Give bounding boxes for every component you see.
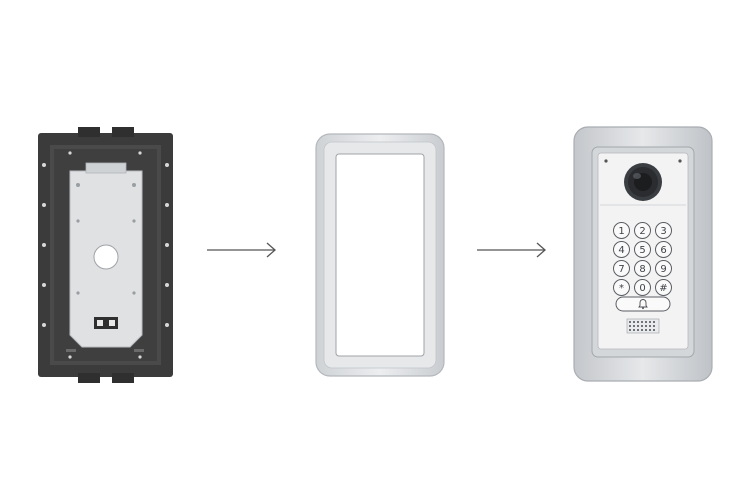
keypad-key-3[interactable]: 3 [655,222,672,239]
keypad-key-9[interactable]: 9 [655,260,672,277]
keypad-key-8[interactable]: 8 [634,260,651,277]
keypad-key-6[interactable]: 6 [655,241,672,258]
mounting-frame [315,133,445,377]
door-phone-unit: 1 2 3 4 5 6 7 8 9 * 0 # [570,125,715,383]
keypad-key-hash[interactable]: # [655,279,672,296]
arrow-right-icon [477,242,546,258]
keypad-key-1[interactable]: 1 [613,222,630,239]
arrow-right-icon [207,242,276,258]
bell-icon[interactable] [636,297,650,311]
keypad-key-4[interactable]: 4 [613,241,630,258]
speaker-grille [629,321,655,331]
keypad-key-5[interactable]: 5 [634,241,651,258]
keypad-key-0[interactable]: 0 [634,279,651,296]
keypad-key-2[interactable]: 2 [634,222,651,239]
keypad-key-7[interactable]: 7 [613,260,630,277]
flush-mount-back-box [38,127,173,383]
keypad-key-star[interactable]: * [613,279,630,296]
